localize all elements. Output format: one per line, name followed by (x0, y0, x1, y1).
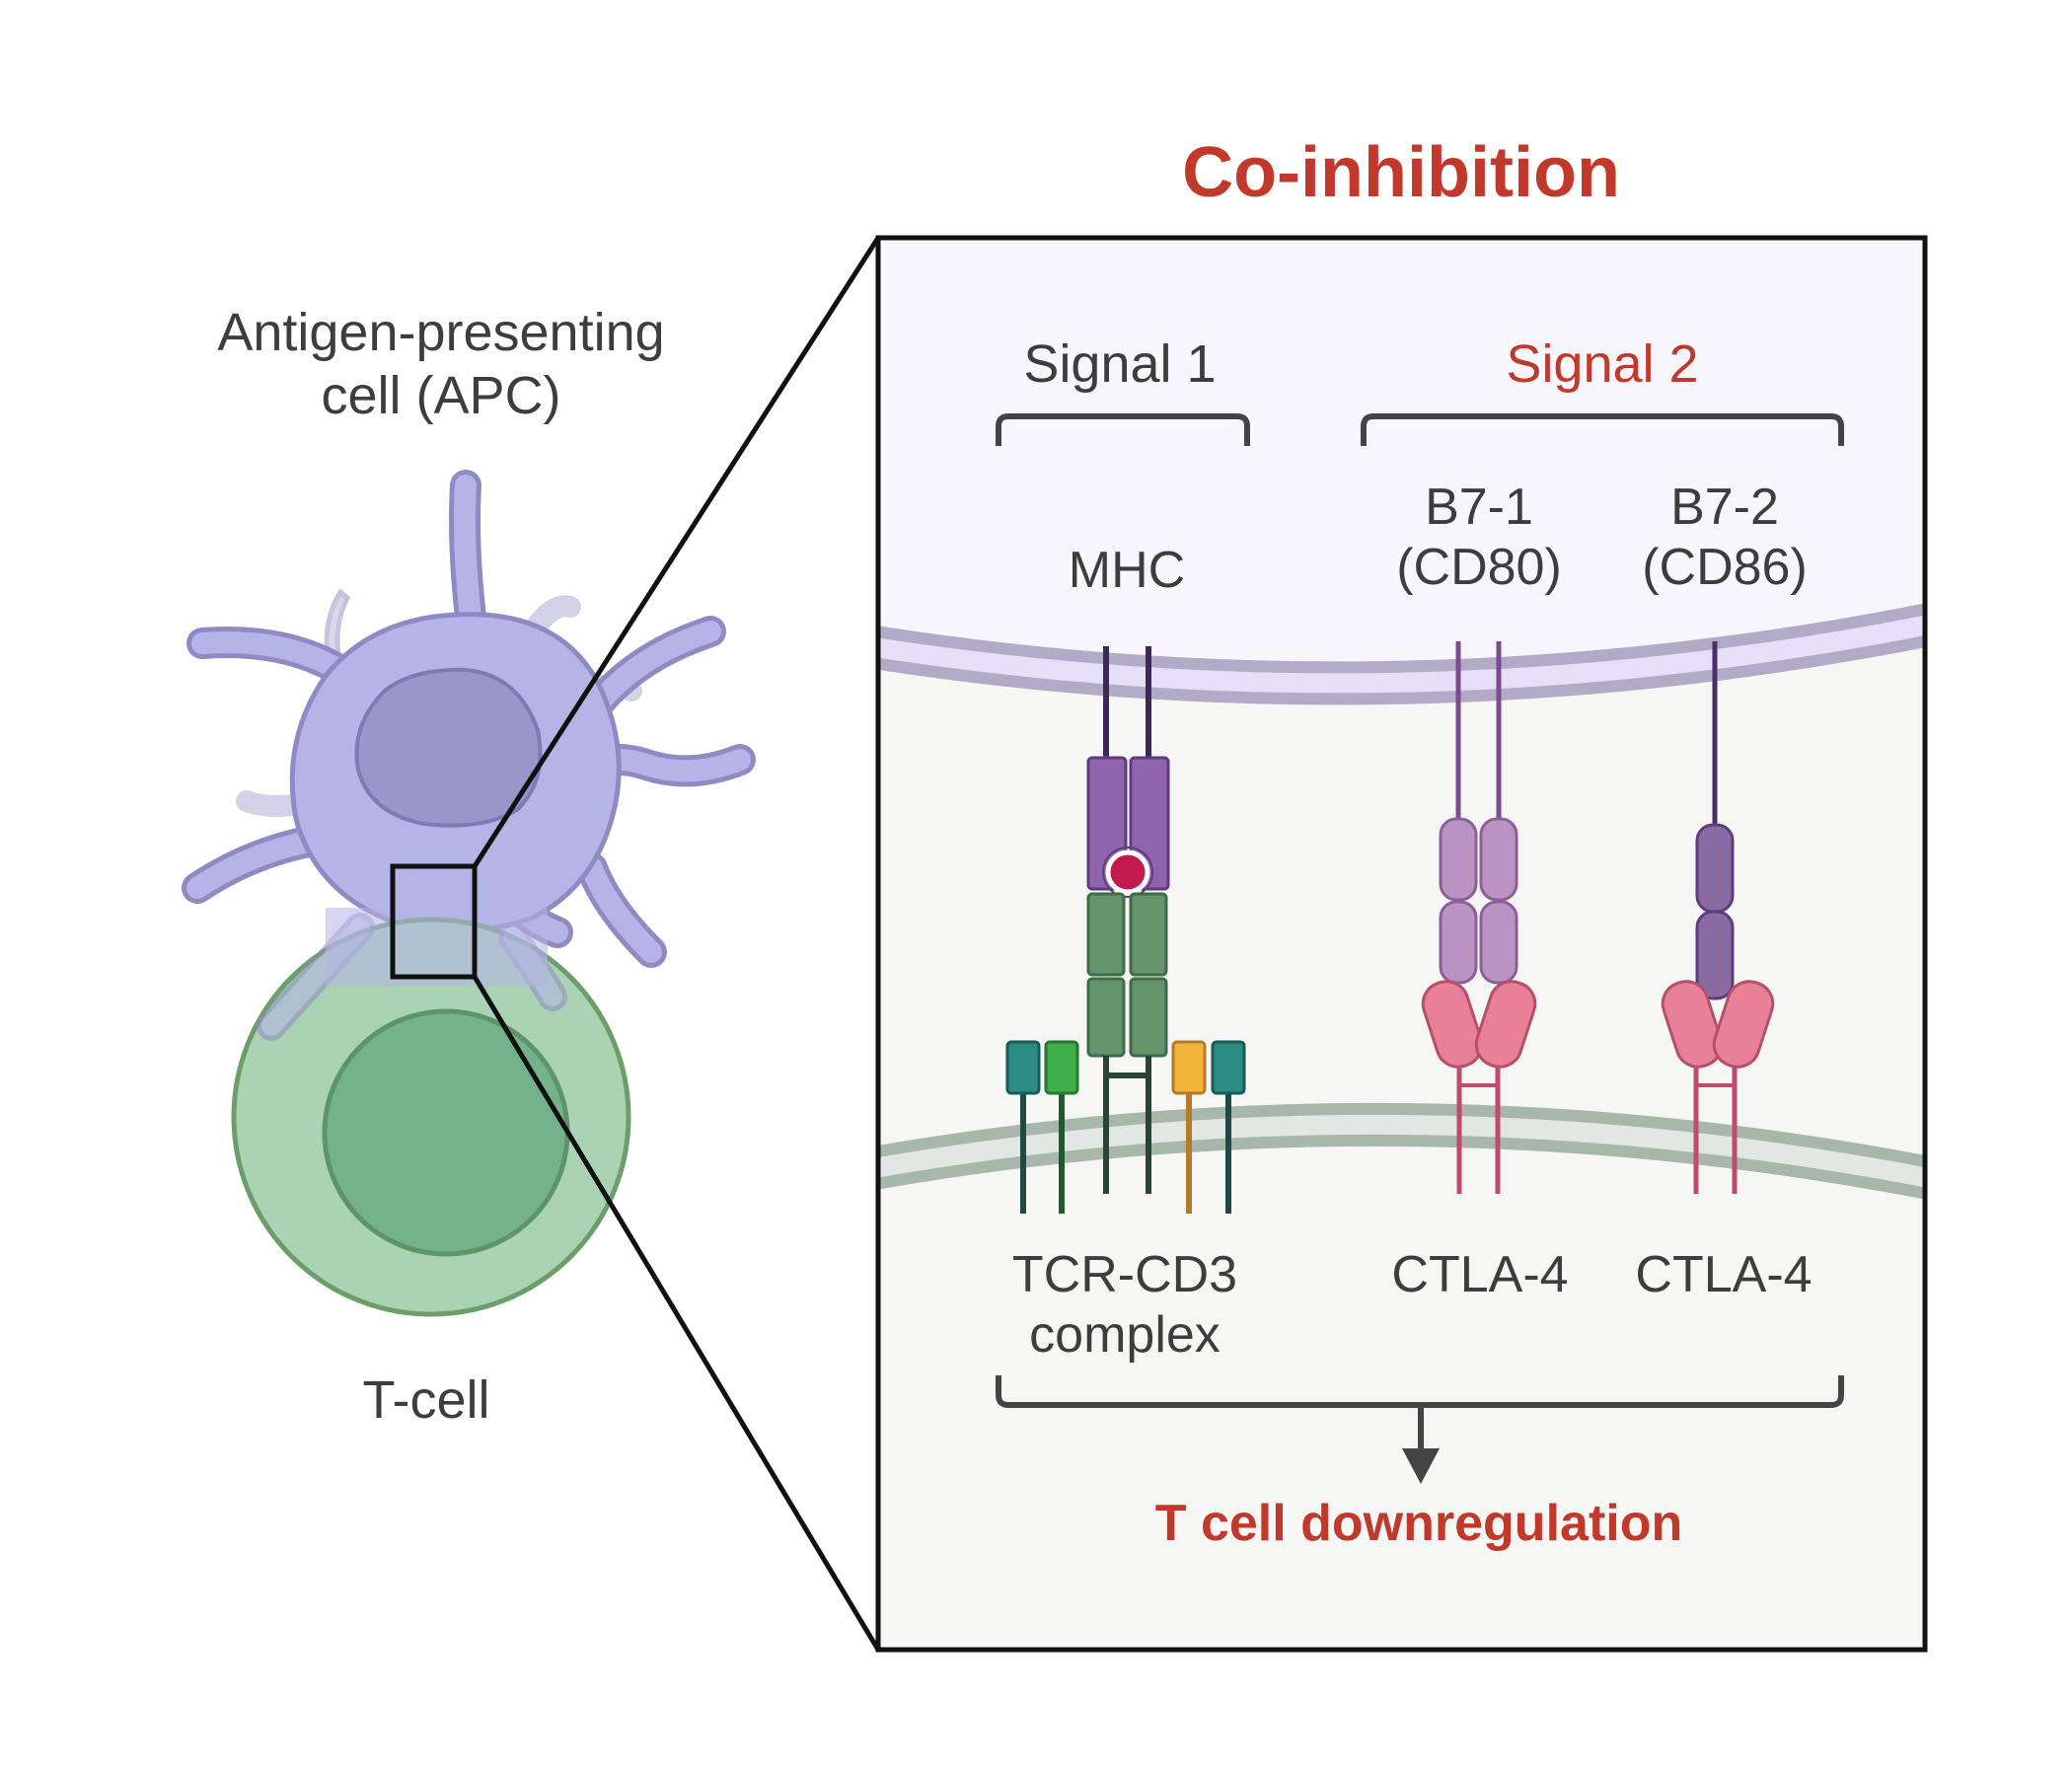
tcr-cd3-label: TCR-CD3 complex (1012, 1245, 1237, 1367)
ctla-4-right-molecule (1661, 980, 1775, 1194)
outcome-label: T cell downregulation (1154, 1495, 1683, 1552)
signal-2-bracket (1361, 413, 1844, 446)
signal-2-label: Signal 2 (1506, 334, 1699, 394)
b7-1-label-line-2: (CD80) (1396, 539, 1562, 597)
t-cell-label: T-cell (362, 1370, 490, 1430)
tcr-cd3-label-line-2: complex (1029, 1306, 1221, 1365)
mhc-molecule (1086, 646, 1170, 898)
zoom-line-bottom (472, 975, 881, 1652)
zoom-panel-background (878, 238, 1925, 1650)
b7-2-label-line-1: B7-2 (1670, 479, 1779, 536)
zoom-panel-border (875, 235, 1928, 1653)
ctla-4-right-label: CTLA-4 (1635, 1246, 1813, 1303)
b7-2-molecule (1695, 641, 1735, 1000)
apc-label: Antigen-presenting cell (APC) (217, 302, 664, 427)
antigen-peptide (1105, 850, 1150, 895)
apc-nucleus (354, 667, 543, 828)
apc-label-line-2: cell (APC) (321, 365, 561, 425)
b7-1-molecule (1439, 641, 1518, 985)
outcome-arrow-head (1402, 1448, 1440, 1484)
b7-1-label-line-1: B7-1 (1425, 479, 1533, 536)
zoom-line-top (472, 236, 881, 868)
apc-contact-zone (326, 908, 548, 987)
b7-2-label-line-2: (CD86) (1642, 539, 1808, 597)
signal-1-label: Signal 1 (1023, 334, 1217, 394)
diagram-title: Co-inhibition (1182, 133, 1620, 212)
ctla-4-left-label: CTLA-4 (1391, 1246, 1569, 1303)
apc-label-line-1: Antigen-presenting (217, 303, 665, 362)
signal-1-bracket (996, 413, 1250, 446)
tcr-cd3-label-line-1: TCR-CD3 (1011, 1246, 1238, 1303)
mhc-label: MHC (1068, 542, 1186, 599)
zoom-box (390, 863, 478, 980)
b7-2-label: B7-2 (CD86) (1642, 478, 1808, 599)
ctla-4-left-molecule (1421, 980, 1537, 1194)
t-cell (231, 917, 631, 1317)
tcr-cd3-complex (1005, 892, 1246, 1214)
b7-1-label: B7-1 (CD80) (1396, 478, 1562, 599)
